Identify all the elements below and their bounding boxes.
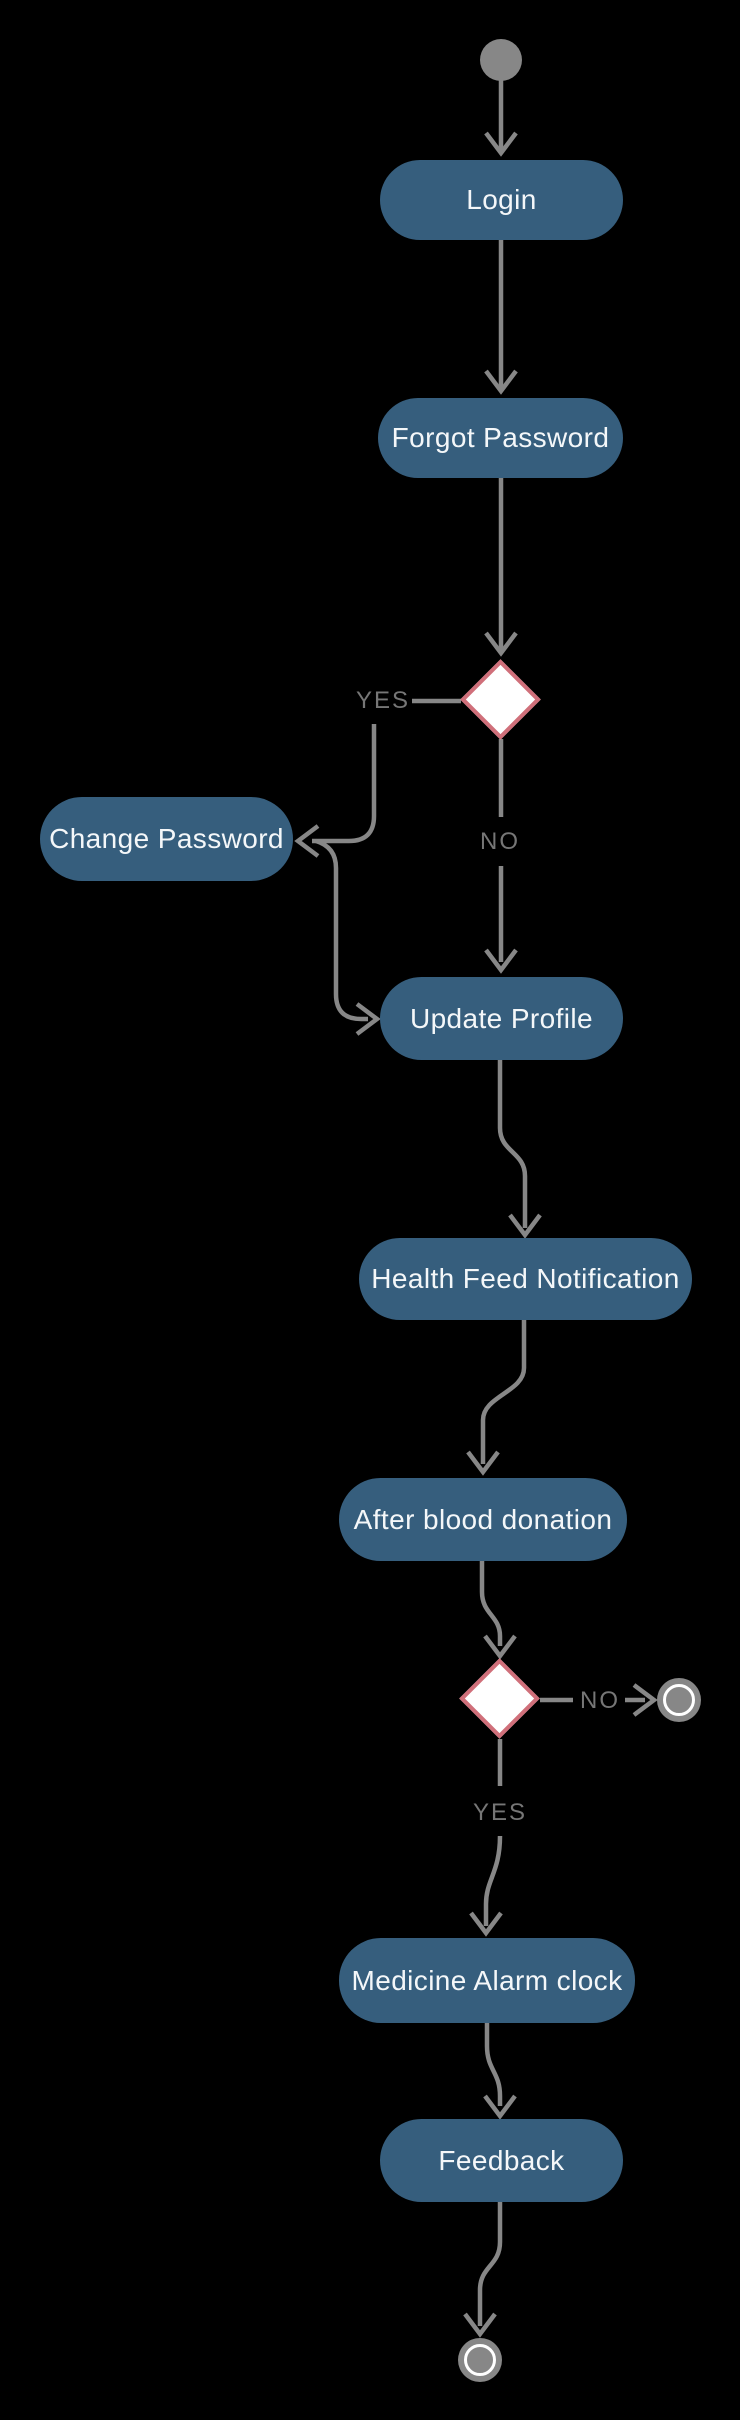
edge-decision2-to-medicine-alarm: [469, 1739, 503, 1937]
edge-forgot-password-to-decision1: [484, 478, 518, 657]
arrowhead-left-icon: [294, 824, 320, 858]
edge-line: [483, 1835, 503, 1926]
arrowhead-down-icon: [484, 369, 518, 395]
edge-label-decision2-yes: YES: [472, 1799, 528, 1826]
activity-feedback[interactable]: Feedback: [380, 2119, 623, 2202]
activity-update-profile[interactable]: Update Profile: [380, 977, 623, 1060]
activity-change-password[interactable]: Change Password: [40, 797, 293, 881]
arrowhead-down-icon: [508, 1213, 542, 1239]
activity-after-blood-donation[interactable]: After blood donation: [339, 1478, 627, 1561]
activity-forgot-password[interactable]: Forgot Password: [378, 398, 623, 478]
edge-label-decision1-yes: YES: [355, 687, 411, 714]
arrowhead-down-icon: [484, 948, 518, 974]
edge-line: [480, 1320, 527, 1464]
arrowhead-down-icon: [483, 2094, 517, 2120]
activity-label: After blood donation: [353, 1503, 613, 1535]
edge-health-feed-to-after-blood: [466, 1320, 527, 1476]
arrowhead-down-icon: [463, 2312, 497, 2338]
activity-label: Login: [466, 184, 537, 215]
arrowhead-right-icon: [355, 1002, 381, 1036]
activity-label: Forgot Password: [391, 422, 610, 453]
edge-decision1-to-update-profile: [484, 739, 518, 974]
start-node[interactable]: [480, 39, 522, 81]
activity-login[interactable]: Login: [380, 160, 623, 240]
activity-label: Feedback: [438, 2144, 565, 2176]
arrowhead-right-icon: [632, 1683, 658, 1717]
edge-start-to-login: [484, 80, 518, 157]
arrowhead-down-icon: [466, 1450, 500, 1476]
activity-label: Medicine Alarm clock: [351, 1964, 623, 1996]
edge-login-to-forgot-password: [484, 240, 518, 395]
activity-label: Change Password: [49, 823, 284, 854]
final-node-1[interactable]: [657, 1678, 701, 1722]
edge-line: [479, 1561, 503, 1646]
edge-decision1-to-change-password: [294, 698, 461, 858]
activity-health-feed-notification[interactable]: Health Feed Notification: [359, 1238, 692, 1320]
arrowhead-down-icon: [484, 131, 518, 157]
activity-label: Health Feed Notification: [371, 1263, 680, 1294]
arrowhead-down-icon: [469, 1911, 503, 1937]
edge-feedback-to-end2: [463, 2202, 503, 2338]
edge-decision2-to-end1: [540, 1683, 658, 1717]
activity-medicine-alarm-clock[interactable]: Medicine Alarm clock: [339, 1938, 635, 2023]
edge-medicine-alarm-to-feedback: [483, 2023, 517, 2120]
arrowhead-down-icon: [484, 631, 518, 657]
edge-line: [315, 838, 368, 1022]
edge-change-password-to-update-profile: [315, 838, 381, 1036]
edge-line: [497, 1060, 528, 1228]
activity-label: Update Profile: [409, 1002, 594, 1034]
final-node-2[interactable]: [458, 2338, 502, 2382]
edge-after-blood-to-decision2: [479, 1561, 517, 1660]
edge-line: [477, 2202, 503, 2326]
edge-label-decision2-no: NO: [580, 1687, 620, 1714]
arrowhead-down-icon: [483, 1634, 517, 1660]
edge-line: [312, 724, 377, 844]
edge-update-profile-to-health-feed: [497, 1060, 542, 1239]
edge-line: [484, 2023, 503, 2106]
edge-label-decision1-no: NO: [480, 828, 520, 855]
